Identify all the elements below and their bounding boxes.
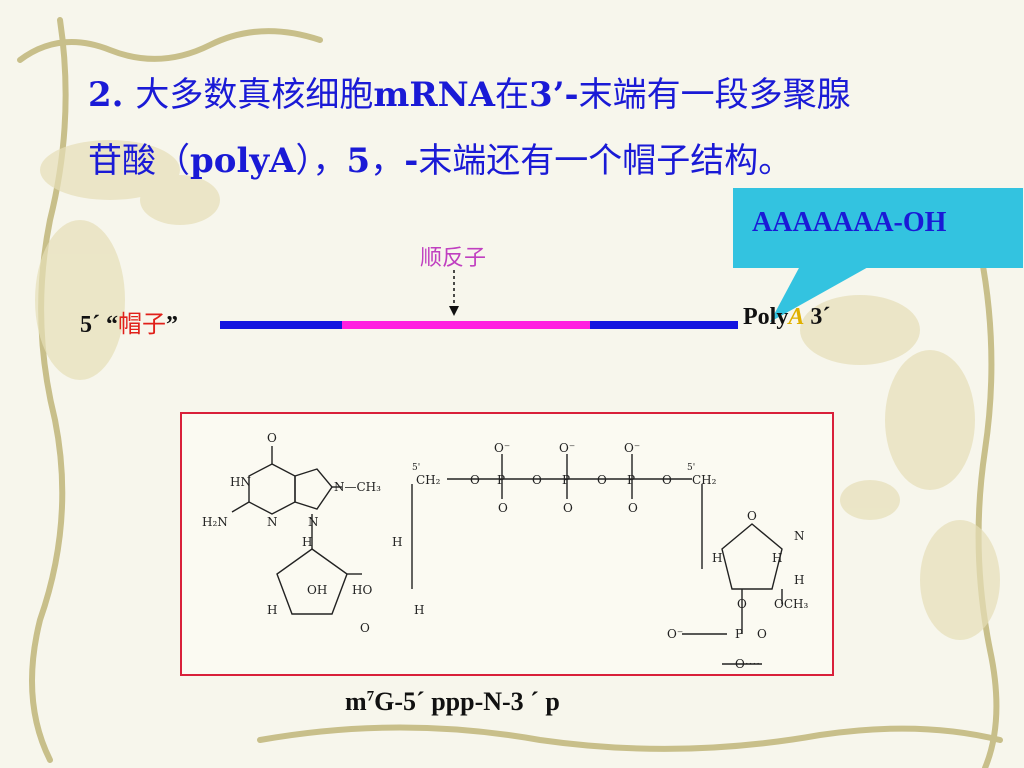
struct-o-ring-right: O <box>747 509 757 523</box>
struct-n-ring2: N <box>308 515 319 529</box>
strand-flank-left <box>220 321 342 329</box>
polya-label: PolyA 3´ <box>743 304 831 330</box>
struct-h-3: H <box>267 603 277 617</box>
struct-n-methyl: N—CH₃ <box>334 480 381 494</box>
struct-o-dbl-1: O <box>498 501 508 515</box>
struct-o-top: O <box>267 431 277 445</box>
struct-ch2-right: CH₂ <box>692 473 717 487</box>
slide-title: 2. 大多数真核细胞mRNA在3’-末端有一段多聚腺 苷酸（polyA），5，-… <box>88 75 851 181</box>
struct-o-dots: O···· <box>735 657 760 671</box>
cap-structure-diagram: O HN H₂N N N N—CH₃ 5' CH₂ 5' CH₂ O⁻ O⁻ O… <box>202 431 808 671</box>
struct-p-right: P <box>735 627 743 641</box>
struct-ominus-3: O⁻ <box>624 441 640 455</box>
five-prime-label: 5´ “帽子” <box>80 310 178 338</box>
struct-h-6: H <box>772 551 782 565</box>
struct-oh: OH <box>307 583 327 597</box>
struct-o-ring-left: O <box>360 621 370 635</box>
struct-p-3: P <box>627 473 635 487</box>
cistron-label: 顺反子 <box>420 246 487 271</box>
callout-tail <box>770 266 870 322</box>
cap-formula-caption: m7G-5´ ppp-N-3 ´ p <box>345 687 560 716</box>
struct-ch2-left: CH₂ <box>416 473 441 487</box>
struct-5prime-right: 5' <box>687 463 695 473</box>
struct-p-1: P <box>497 473 505 487</box>
struct-o-dbl-2: O <box>563 501 573 515</box>
struct-h-7: H <box>794 573 804 587</box>
struct-p-2: P <box>562 473 570 487</box>
cistron-arrow <box>449 270 459 316</box>
struct-h2n: H₂N <box>202 515 228 529</box>
struct-h-5: H <box>712 551 722 565</box>
struct-n-ring1: N <box>267 515 278 529</box>
struct-h-1: H <box>302 535 312 549</box>
struct-hn: HN <box>230 475 251 489</box>
struct-o-right: O <box>757 627 767 641</box>
polya-callout-text: AAAAAAA-OH <box>752 207 947 238</box>
mrna-strand <box>220 321 738 329</box>
struct-o-bridge-3: O <box>597 473 607 487</box>
struct-h-4: H <box>414 603 424 617</box>
struct-ominus-2: O⁻ <box>559 441 575 455</box>
struct-ominus-1: O⁻ <box>494 441 510 455</box>
struct-5prime: 5' <box>412 463 420 473</box>
strand-coding <box>342 321 590 329</box>
polya-callout-box <box>733 188 1023 268</box>
cap-structure-box: O HN H₂N N N N—CH₃ 5' CH₂ 5' CH₂ O⁻ O⁻ O… <box>180 412 834 676</box>
struct-o-bridge-1: O <box>470 473 480 487</box>
struct-h-2: H <box>392 535 402 549</box>
strand-flank-right <box>590 321 738 329</box>
struct-ho: HO <box>352 583 372 597</box>
struct-och3: OCH₃ <box>774 597 808 611</box>
struct-n-right: N <box>794 529 805 543</box>
struct-o-3prime: O <box>737 597 747 611</box>
cap-label: 帽子 <box>118 310 166 338</box>
struct-ominus-left: O⁻ <box>667 627 683 641</box>
struct-o-bridge-2: O <box>532 473 542 487</box>
struct-o-dbl-3: O <box>628 501 638 515</box>
struct-o-bridge-4: O <box>662 473 672 487</box>
